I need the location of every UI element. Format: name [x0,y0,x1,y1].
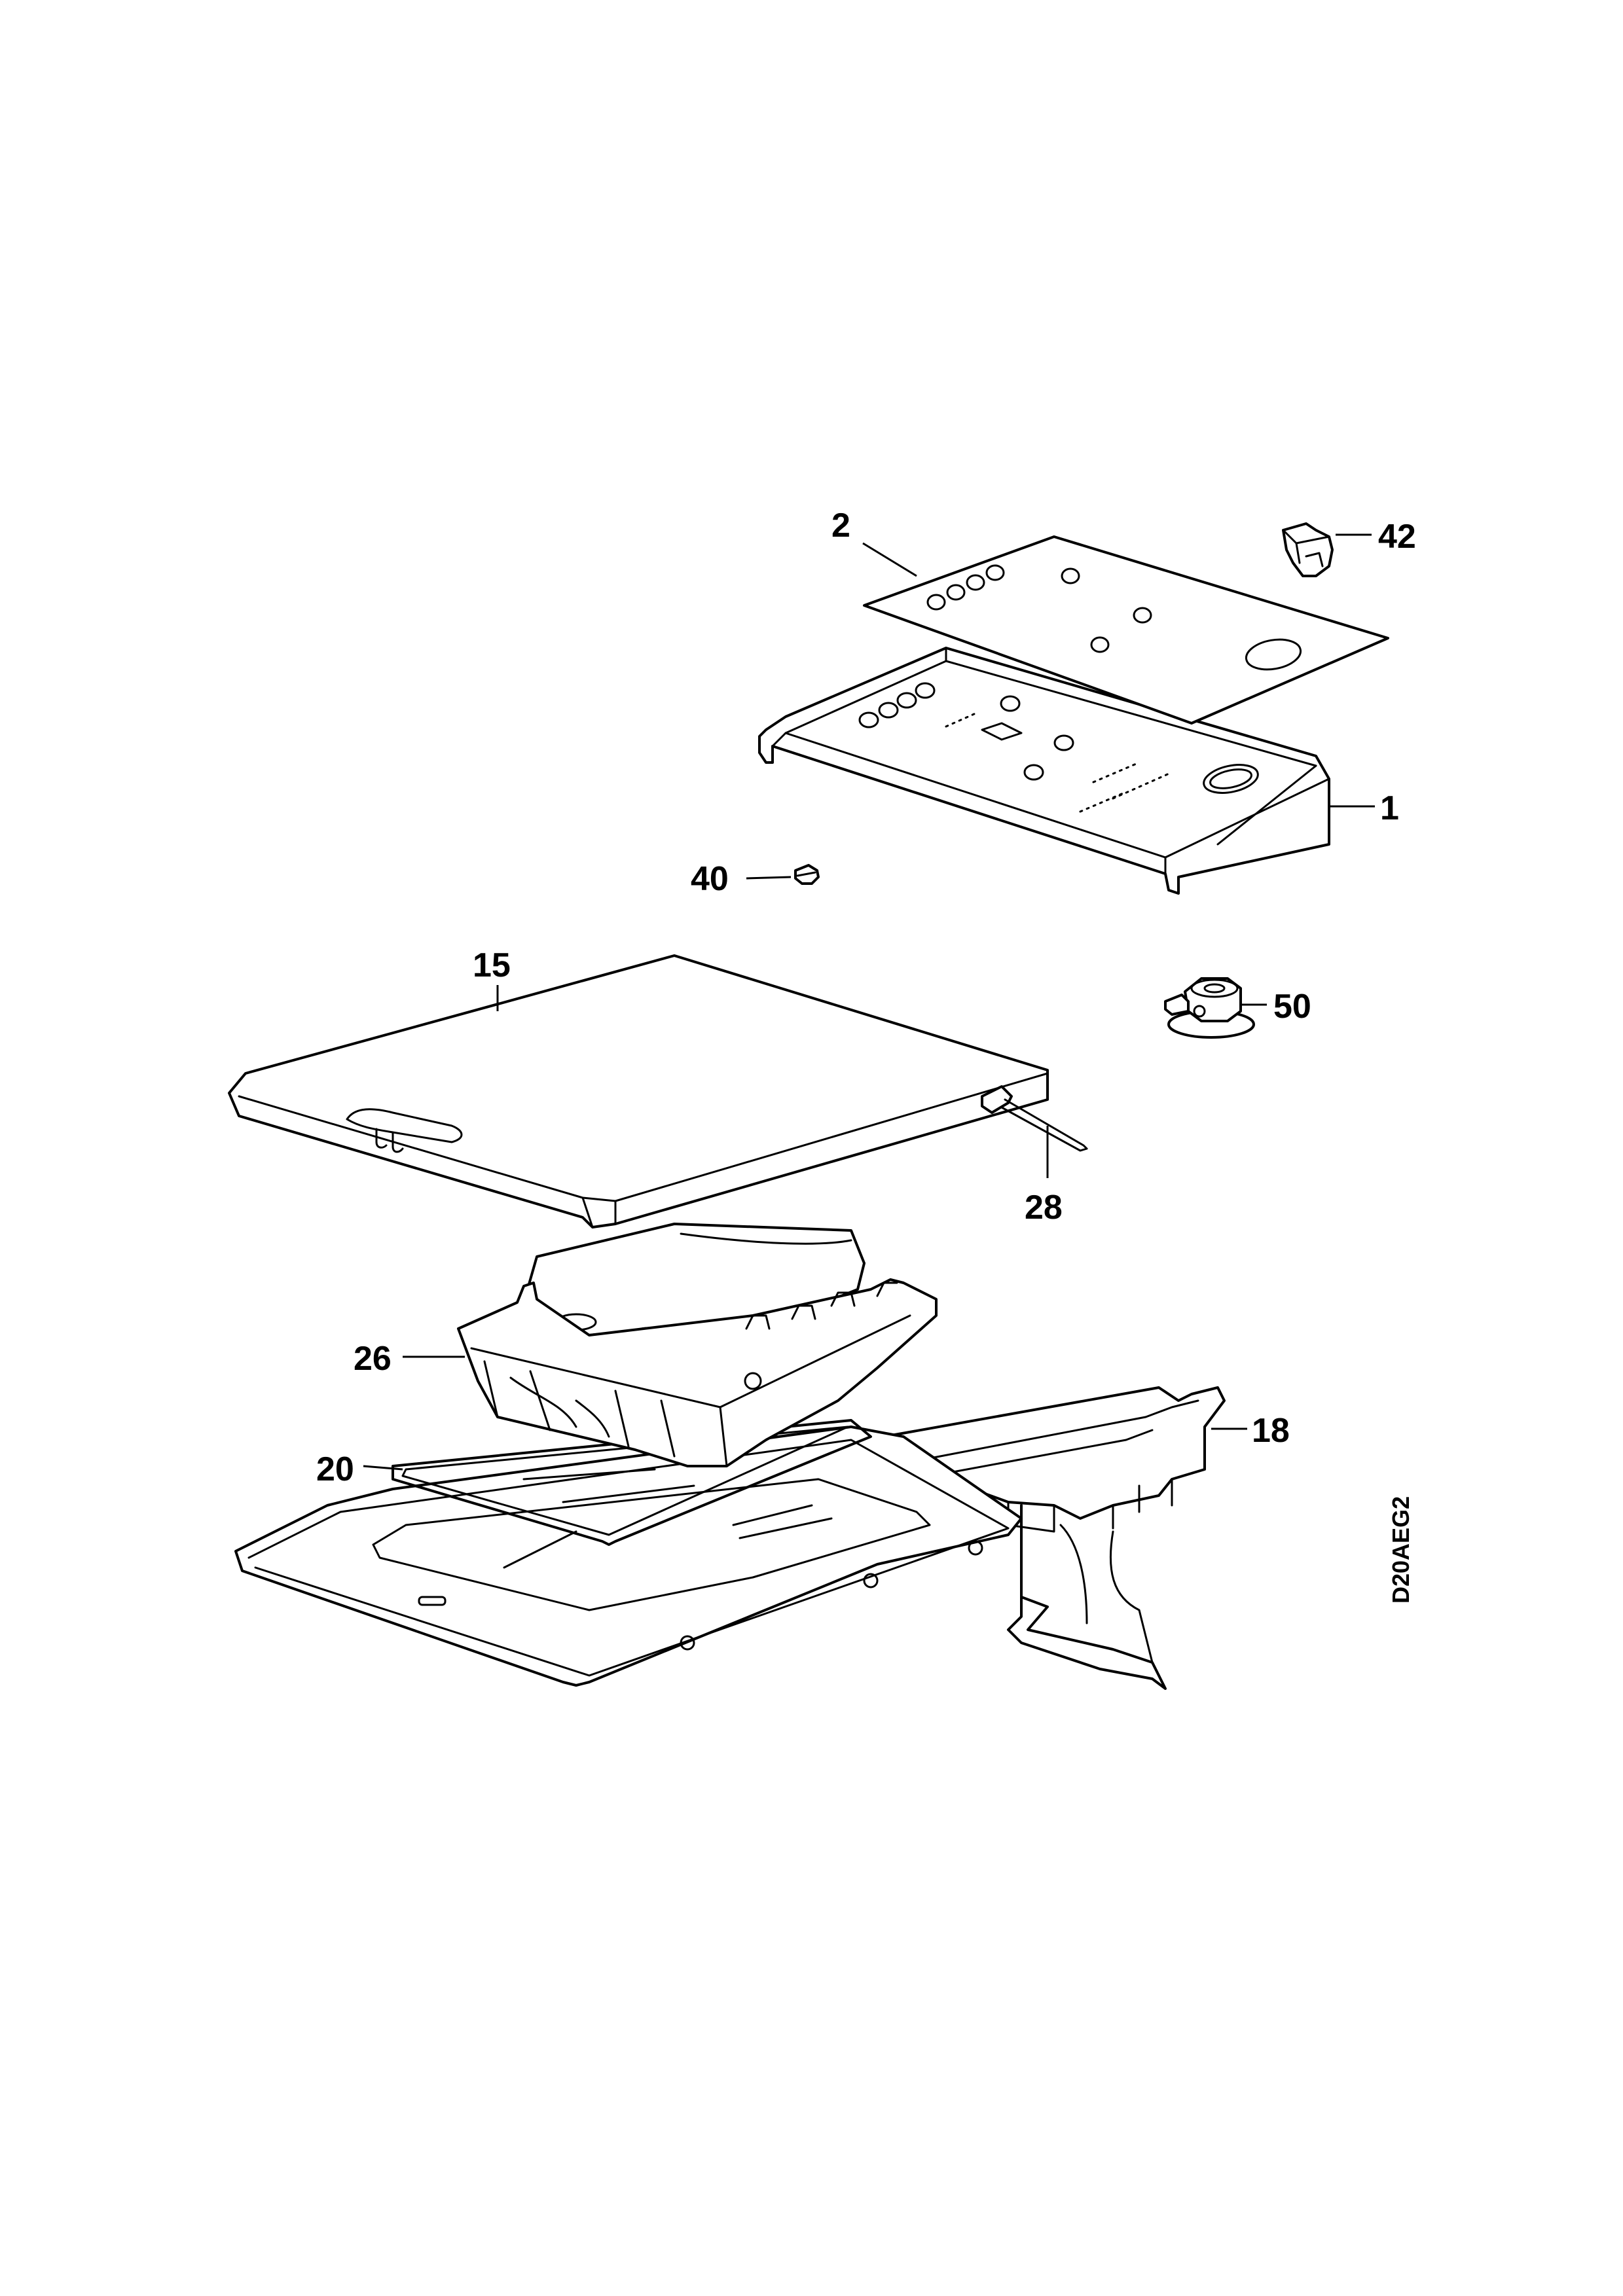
part-26-dispenser [457,1223,938,1467]
diagram-code: D20AEG2 [1387,1496,1414,1604]
callout-1: 1 [1380,789,1399,827]
callout-50: 50 [1273,988,1311,1026]
callout-42: 42 [1378,518,1416,556]
leader-20 [363,1465,403,1471]
part-40-button [794,864,820,885]
part-1-control-panel [758,647,1330,895]
part-2-overlay [863,535,1389,725]
part-42-knob [1282,522,1334,577]
callout-2: 2 [831,507,850,545]
callout-18: 18 [1252,1412,1290,1450]
part-15-top-lid [228,954,1049,1229]
callout-labels: 2 42 1 40 15 50 28 26 20 18 [316,507,1416,1488]
part-50-valve [1164,977,1255,1039]
callout-15: 15 [473,946,511,984]
leader-40 [746,876,792,880]
callout-28: 28 [1025,1189,1063,1227]
leader-2 [862,542,917,577]
callout-40: 40 [691,860,729,898]
part-28-pin [981,1085,1088,1152]
callout-26: 26 [354,1340,392,1378]
callout-20: 20 [316,1450,354,1488]
leader-lines [363,533,1375,1471]
